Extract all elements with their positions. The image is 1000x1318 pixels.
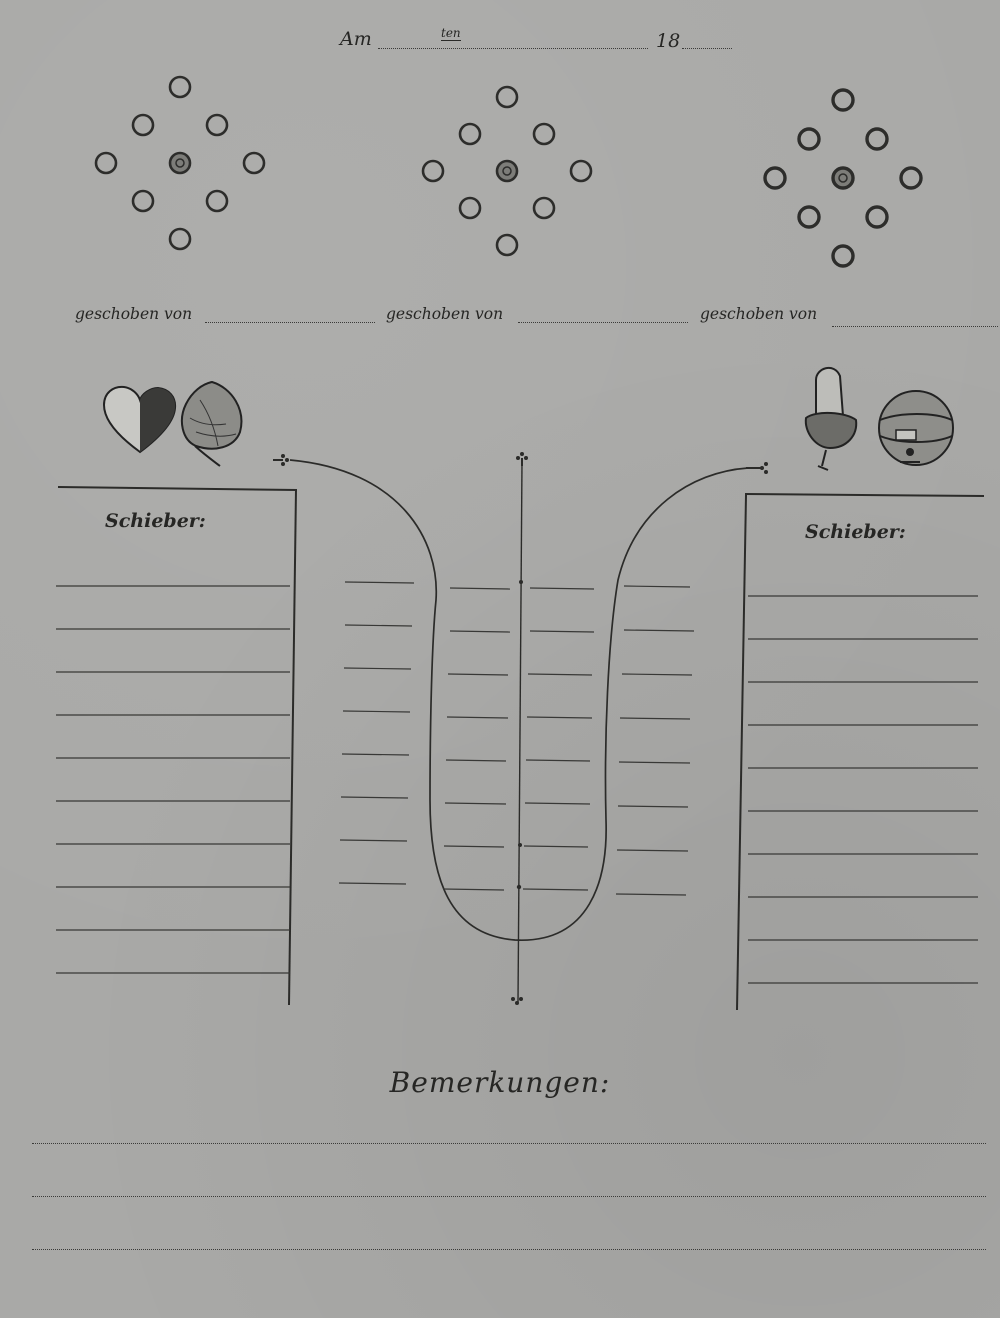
remarks-title: Bemerkungen: [389,1066,611,1099]
left-panel-title: Schieber: [105,510,206,532]
lane-tick-line [444,802,507,805]
lane-tick-line [529,587,595,590]
date-year-label: 18 [656,30,681,52]
lane-tick-line [623,629,695,632]
king-pin-star-icon [838,173,848,183]
pin-icon [168,75,192,99]
leaf-suit-icon [180,380,243,467]
pin-icon [797,127,821,151]
pin-formation-2 [421,85,593,257]
lane-tick-line [522,888,589,891]
pushed-by-field-1[interactable] [205,322,375,323]
lane-curve [289,459,749,941]
pushed-by-field-2[interactable] [518,322,688,323]
pin-icon [532,196,556,220]
lane-tick-line [615,893,687,896]
date-year-field[interactable] [682,48,732,49]
pin-formation-3 [763,88,923,268]
lane-tick-line [341,753,410,756]
pin-icon [865,205,889,229]
pin-icon [532,122,556,146]
king-pin-icon [495,159,519,183]
lane-tick-line [525,759,591,762]
pin-icon [569,159,593,183]
remarks-line-2[interactable] [32,1196,986,1197]
right-panel-rows [748,595,978,984]
acorn-suit-icon [804,366,858,471]
heart-suit-icon [102,385,177,454]
pin-icon [242,151,266,175]
pin-icon [94,151,118,175]
lane-tick-line [524,802,591,805]
lane-tick-line [342,710,411,713]
lane-tick-line [443,845,505,848]
pushed-by-field-3[interactable] [832,326,998,327]
pin-icon [421,159,445,183]
pin-icon [495,233,519,257]
lane-tick-line [447,673,509,676]
date-day-field[interactable] [378,48,648,49]
clover-finial-icon [273,452,768,1005]
lane-tick-line [446,716,509,719]
lane-tick-line [619,717,691,720]
pin-icon [205,189,229,213]
remarks-line-1[interactable] [32,1143,986,1144]
pin-icon [131,113,155,137]
pushed-by-label-1: geschoben von [75,305,193,323]
right-panel-title: Schieber: [805,521,906,543]
pin-icon [763,166,787,190]
lane-tick-line [344,581,415,584]
right-panel-frame [736,493,985,1011]
lane-tick-line [449,630,511,633]
left-panel-rows [56,585,290,974]
bell-suit-icon [878,390,954,466]
pin-icon [205,113,229,137]
lane-tick-line [449,587,511,590]
pin-icon [831,88,855,112]
pin-icon [458,122,482,146]
lane-tick-line [339,839,408,842]
pushed-by-label-2: geschoben von [386,305,504,323]
pushed-by-label-3: geschoben von [700,305,818,323]
lane-tick-line [526,716,593,719]
lane-tick-line [445,759,507,762]
axis-markers [516,580,523,890]
date-ten-label: ten [441,26,461,41]
pin-icon [865,127,889,151]
pin-icon [458,196,482,220]
left-panel-frame [57,486,298,1006]
lane-tick-line [338,882,407,885]
lane-tick-line [442,888,505,891]
lane-tick-line [621,673,693,676]
pin-icon [899,166,923,190]
lane-tick-line [340,796,409,799]
king-pin-icon [831,166,855,190]
lane-tick-line [529,630,595,633]
pin-icon [131,189,155,213]
remarks-line-3[interactable] [32,1249,986,1250]
pin-icon [495,85,519,109]
lane-tick-line [527,673,593,676]
lane-tick-lines [338,581,695,896]
lane-tick-line [623,585,691,588]
lane-tick-line [618,761,691,764]
king-pin-star-icon [175,158,185,168]
pin-formation-1 [94,75,266,251]
lane-tick-line [343,667,412,670]
lane-center-axis [517,461,523,1003]
king-pin-icon [168,151,192,175]
pin-icon [831,244,855,268]
king-pin-star-icon [502,166,512,176]
lane-tick-line [616,849,689,852]
lane-tick-line [617,805,689,808]
lane-tick-line [523,845,589,848]
pin-icon [168,227,192,251]
lane-tick-line [344,624,413,627]
date-am-label: Am [340,28,372,50]
pin-icon [797,205,821,229]
